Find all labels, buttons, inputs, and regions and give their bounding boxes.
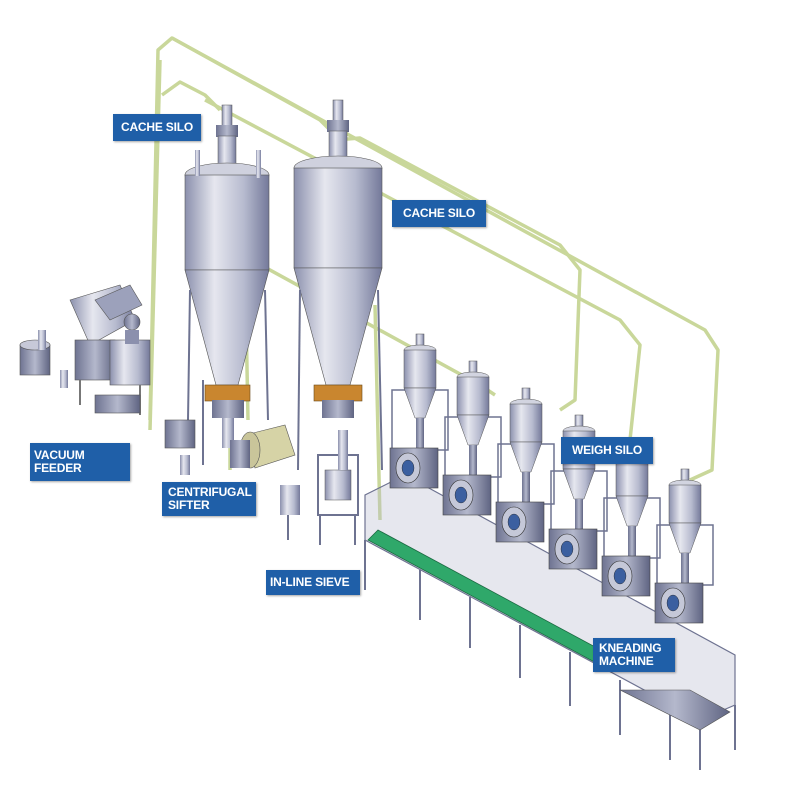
weigh-silo-outlet: [681, 553, 689, 583]
kneading-machine-window: [401, 459, 415, 477]
centrifugal-sifter-label: CENTRIFUGAL SIFTER: [162, 482, 256, 516]
pipe-top-run: [171, 36, 720, 482]
kneading-machine-window: [507, 513, 521, 531]
weigh-silo-body: [509, 403, 543, 443]
weigh-silo-body: [668, 484, 702, 524]
weigh-silo-cone: [403, 387, 437, 419]
in-line-sieve-equipment: [317, 430, 359, 545]
kneading-machine-window: [666, 594, 680, 612]
in-line-sieve-label: IN-LINE SIEVE: [266, 570, 360, 595]
weigh-silo-body: [403, 349, 437, 389]
weigh-silo-cone: [615, 495, 649, 527]
cache-silo-left-equipment: [184, 104, 270, 465]
pipe-second-run: [160, 80, 222, 112]
cache-silo-right-label: CACHE SILO: [392, 200, 486, 227]
weigh-silo-outlet: [522, 472, 530, 502]
weigh-silo-cone: [456, 414, 490, 446]
vacuum-feeder-equipment: [19, 284, 151, 415]
weigh-silo-cone: [562, 468, 596, 500]
weigh-silo-label: WEIGH SILO: [561, 437, 653, 464]
kneading-machine-window: [560, 540, 574, 558]
vacuum-feeder-label: VACUUM FEEDER: [30, 443, 130, 481]
pipe-down-3: [373, 304, 382, 521]
weigh-silo-outlet: [628, 526, 636, 556]
weigh-silo-units: [389, 333, 714, 624]
weigh-silo-outlet: [575, 499, 583, 529]
kneading-machine-label: KNEADING MACHINE: [593, 638, 675, 672]
cache-silo-right-equipment: [293, 99, 383, 471]
weigh-silo-cone: [668, 522, 702, 554]
weigh-silo-outlet: [416, 418, 424, 448]
weigh-silo-outlet: [469, 445, 477, 475]
kneading-machine-window: [454, 486, 468, 504]
pipe-fourth-run: [334, 136, 582, 412]
weigh-silo-cone: [509, 441, 543, 473]
cache-silo-left-label: CACHE SILO: [113, 114, 201, 141]
kneading-machine-window: [613, 567, 627, 585]
sifter-equipment: [164, 419, 300, 540]
weigh-silo-body: [456, 376, 490, 416]
